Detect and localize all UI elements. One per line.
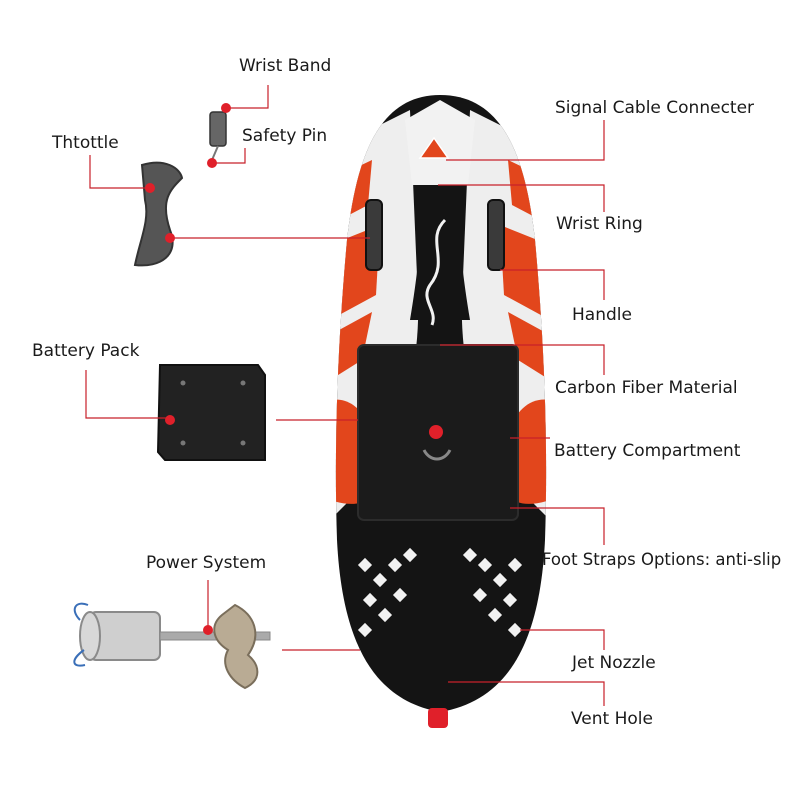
leader-line-wrist-ring (438, 184, 605, 212)
impeller-blades (213, 603, 259, 690)
marker-dot-throttle-trigger (165, 233, 175, 243)
wrist-ring-latch (429, 425, 443, 439)
leader-line-vent-hole (448, 681, 605, 706)
battery-pack-plate (156, 364, 266, 461)
leader-line-handle (500, 269, 605, 300)
power-system-illustration (73, 602, 271, 690)
leader-line-battery-pack (85, 370, 170, 419)
motor-wires (73, 602, 89, 667)
marker-dot-wrist-band (221, 103, 231, 113)
marker-dot-power-system (203, 625, 213, 635)
board-handle-right (487, 199, 505, 271)
throttle-illustration (133, 161, 184, 267)
signal-connector-triangle (418, 136, 450, 159)
label-jet-nozzle: Jet Nozzle (572, 653, 656, 673)
label-battery-pack: Battery Pack (32, 341, 140, 361)
marker-dot-battery-pack (165, 415, 175, 425)
label-carbon-fiber-material: Carbon Fiber Material (555, 378, 738, 398)
marker-dot-throttle (145, 183, 155, 193)
checkered-decal-left (357, 547, 418, 638)
label-foot-straps-options: Foot Straps Options: anti-slip (542, 550, 782, 569)
leader-line-foot-straps (510, 507, 605, 545)
board-flame-decal (425, 218, 447, 326)
marker-dot-safety-pin (207, 158, 217, 168)
leader-line-wrist-band (226, 85, 269, 109)
board-handle-left (365, 199, 383, 271)
label-battery-compartment: Battery Compartment (554, 441, 741, 461)
label-wrist-band: Wrist Band (239, 56, 332, 76)
wrist-band-cord (211, 145, 219, 161)
leader-line-signal-cable (446, 120, 605, 161)
label-power-system: Power System (146, 553, 267, 573)
leader-line-jet-nozzle (520, 629, 605, 650)
label-throttle: Thtottle (52, 133, 119, 153)
battery-pack-illustration (156, 364, 266, 461)
board-orange-stripe-left-3 (335, 312, 372, 380)
throttle-grip (133, 161, 184, 267)
checkered-decal-right (462, 547, 523, 638)
label-safety-pin: Safety Pin (242, 126, 328, 146)
motor-end-cap (79, 611, 101, 661)
wrist-ring-loop (422, 449, 452, 461)
vent-hole (428, 708, 448, 728)
leader-line-carbon-fiber (440, 344, 605, 375)
wrist-band-tag-shape (209, 111, 227, 147)
label-vent-hole: Vent Hole (571, 709, 653, 729)
label-signal-cable-connector: Signal Cable Connecter (555, 98, 755, 118)
wrist-band-tag (209, 111, 227, 161)
label-handle: Handle (572, 305, 632, 325)
label-wrist-ring: Wrist Ring (556, 214, 643, 234)
board-nose-panel (405, 100, 475, 185)
leader-line-throttle (89, 155, 148, 189)
leader-line-safety-pin (212, 148, 246, 164)
board-orange-stripe-right-3 (508, 312, 547, 380)
jet-board (335, 95, 547, 728)
